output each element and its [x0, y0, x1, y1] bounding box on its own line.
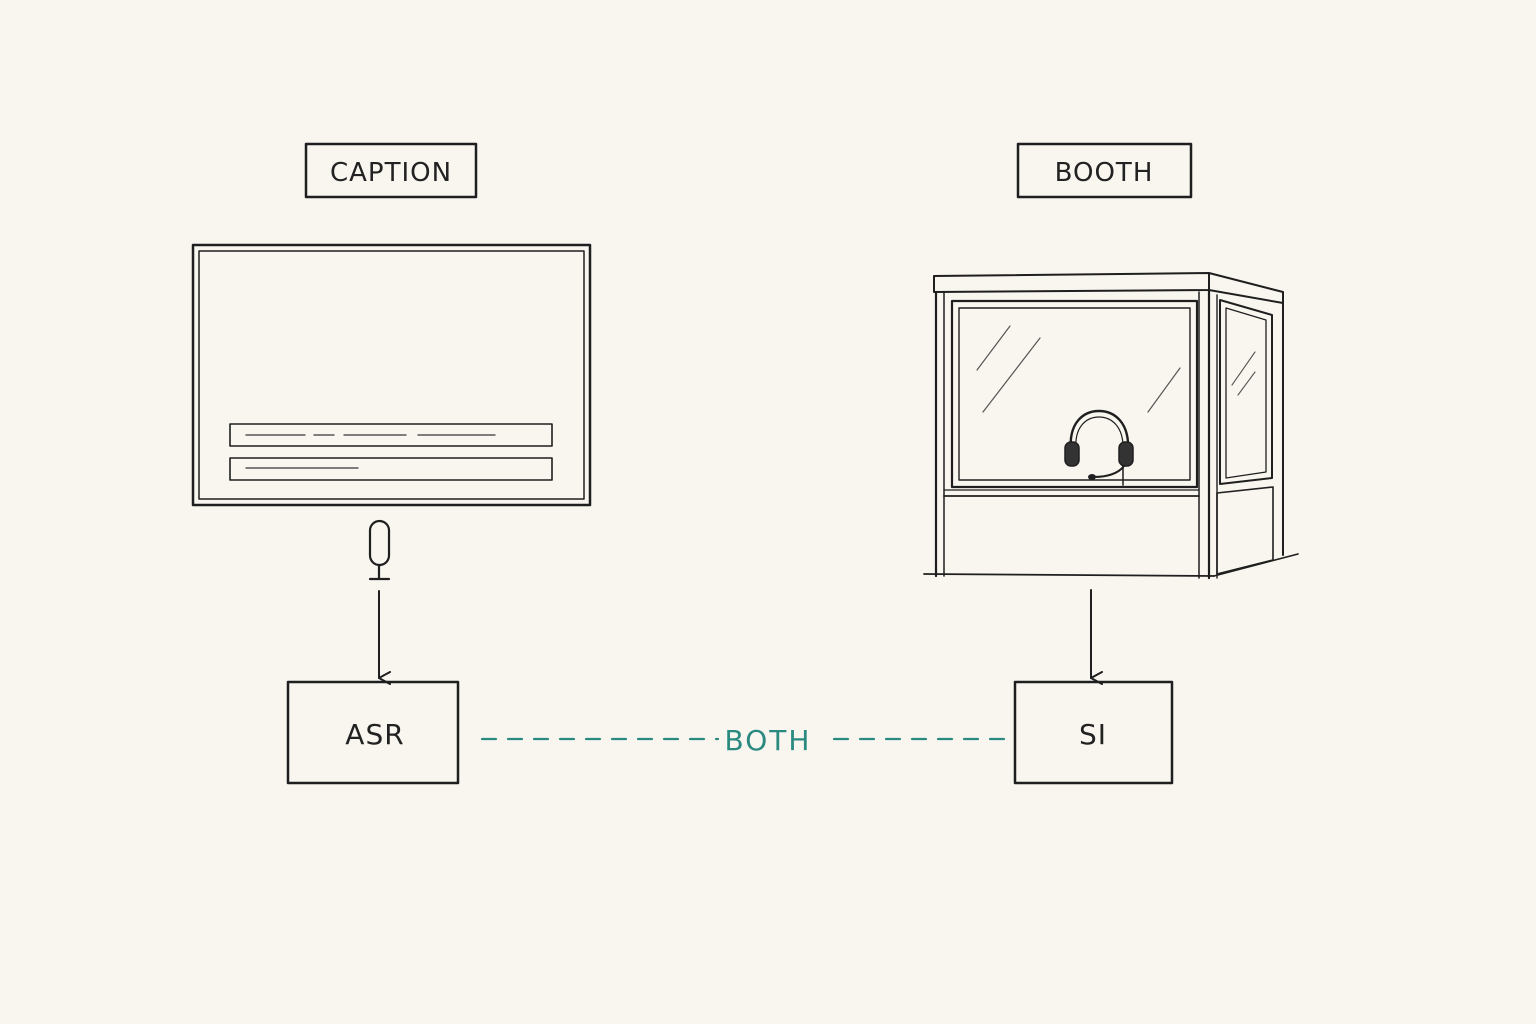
both-connector: BOTH: [480, 724, 1007, 757]
caption-label-box: CAPTION: [304, 142, 478, 199]
both-label: BOTH: [725, 724, 812, 757]
headset-icon: [1064, 409, 1134, 486]
asr-label: ASR: [345, 718, 404, 751]
si-label: SI: [1079, 718, 1107, 751]
caption-line-2: [229, 457, 553, 481]
caption-line-1: [229, 423, 553, 447]
booth-icon: [923, 272, 1299, 580]
screen-icon: [191, 243, 592, 507]
microphone-icon: [368, 519, 391, 581]
si-box: SI: [1013, 680, 1174, 785]
booth-label-box: BOOTH: [1016, 142, 1193, 199]
booth-label: BOOTH: [1055, 158, 1154, 188]
asr-box: ASR: [286, 680, 460, 785]
caption-label: CAPTION: [330, 158, 452, 188]
